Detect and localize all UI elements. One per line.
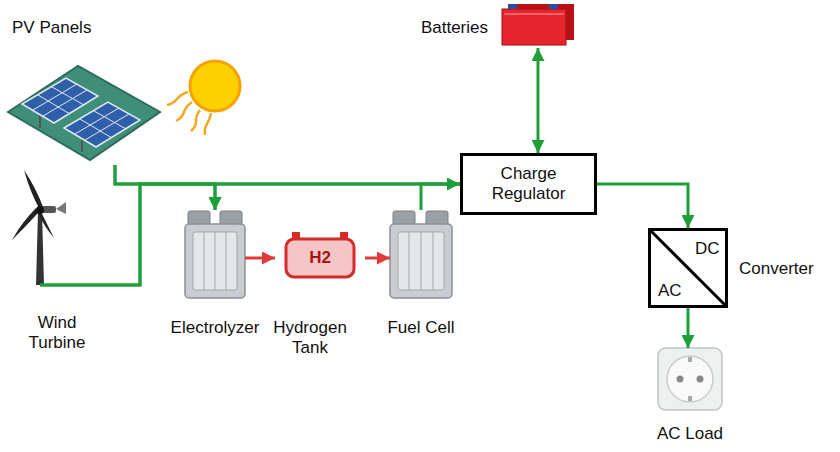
wind-turbine-node: Wind Turbine: [10, 168, 70, 285]
power-line: [40, 184, 460, 285]
pv-panels-picture: [8, 66, 160, 160]
power-line: [687, 308, 690, 348]
hydrogen-tank-picture: [286, 232, 354, 277]
component-label: PV Panels: [12, 18, 91, 38]
power-line: [115, 165, 460, 184]
component-label: Wind Turbine: [17, 313, 97, 354]
socket-picture: [658, 348, 722, 410]
box-text: AC: [658, 281, 682, 301]
power-line: [597, 184, 688, 228]
component-label: AC Load: [657, 424, 723, 444]
process-box: Charge Regulator: [460, 153, 597, 215]
converter-diagonal: [649, 229, 727, 307]
box-text: DC: [695, 239, 720, 259]
component-label: Converter: [739, 259, 814, 279]
electrolyzer-picture: [185, 211, 245, 298]
power-line: [537, 48, 540, 153]
batteries-node: Batteries: [500, 4, 576, 48]
power-line: [40, 184, 215, 285]
ac-load-node: AC Load: [658, 348, 722, 410]
fuel-cell-picture: [390, 211, 452, 298]
sun-picture: [167, 61, 240, 135]
converter-box: DCACConverter: [648, 228, 728, 308]
electrolyzer-node: Electrolyzer: [185, 210, 245, 300]
box-text: Charge Regulator: [474, 164, 584, 205]
box-text: H2: [309, 248, 331, 268]
component-label: Electrolyzer: [171, 318, 260, 338]
pv-panels-node: PV Panels: [10, 65, 160, 165]
hydrogen-flow: [245, 257, 275, 260]
hydrogen-tank-node: H2Hydrogen Tank: [275, 238, 365, 278]
power-line: [421, 184, 460, 210]
component-label: Hydrogen Tank: [268, 318, 352, 359]
fuel-cell-node: Fuel Cell: [390, 210, 452, 300]
power-line: [115, 165, 215, 210]
component-label: Fuel Cell: [387, 318, 454, 338]
hydrogen-flow: [365, 257, 390, 260]
component-label: Batteries: [421, 18, 488, 38]
batteries-picture: [502, 4, 574, 45]
wind-turbine-picture: [12, 170, 66, 285]
